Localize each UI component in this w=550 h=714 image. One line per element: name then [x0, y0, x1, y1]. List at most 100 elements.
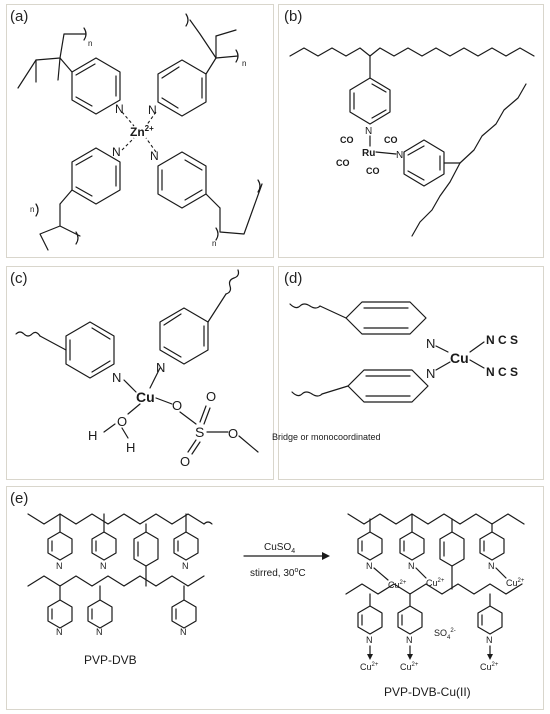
- cu-ion: Cu2+: [426, 578, 445, 588]
- pyridine-n: N: [112, 145, 121, 159]
- cu-ion: Cu2+: [388, 580, 407, 590]
- pyridine-n: N: [486, 635, 493, 645]
- panel-e: [6, 486, 544, 710]
- co-ligand: CO: [336, 158, 350, 168]
- cu-ion: Cu2+: [400, 662, 419, 672]
- cu-ion: Cu2+: [480, 662, 499, 672]
- cu-ion: Cu2+: [360, 662, 379, 672]
- pyridine-ring-c1: [39, 321, 115, 379]
- polymer-wavy-bond: [291, 391, 323, 397]
- panel-a-label: (a): [10, 8, 29, 25]
- pyridine-n: N: [180, 627, 187, 637]
- conditions-label: stirred, 30oC: [250, 567, 306, 579]
- cu-label: Cu: [450, 350, 469, 366]
- pyridine-n: N: [156, 360, 165, 375]
- backbone-chain: [345, 583, 523, 595]
- oxygen-label: O: [228, 426, 238, 441]
- panel-e-left-polymer: N N N N N N PVP-DVB: [27, 513, 213, 667]
- pyridine-n: N: [56, 627, 63, 637]
- polymer-wavy-bond: [15, 331, 41, 337]
- pyridine-n: N: [112, 370, 121, 385]
- panel-b: [278, 4, 544, 258]
- panel-b-structure: N Ru CO CO CO CO N: [289, 47, 535, 237]
- pyridine-ring-d2: [347, 369, 429, 403]
- reagent-label: CuSO4: [264, 542, 295, 555]
- ru-label: Ru: [362, 148, 375, 159]
- panel-c-label: (c): [10, 270, 28, 287]
- polymer-chain: [219, 183, 263, 235]
- pyridine-n: N: [426, 366, 435, 381]
- sulfur-label: S: [195, 424, 204, 440]
- oxygen-label: O: [117, 414, 127, 429]
- pyridine-n: N: [148, 103, 157, 117]
- panel-d-label: (d): [284, 270, 303, 287]
- reaction-arrow: CuSO4 stirred, 30oC: [243, 542, 330, 579]
- pyridine-n: N: [488, 561, 495, 571]
- panel-e-label: (e): [10, 490, 29, 507]
- pyridine-ring-a3: [59, 147, 121, 205]
- panel-d-structure: N N Cu N C S N C S Bridge or monocoordin…: [272, 301, 518, 442]
- oxygen-label: O: [180, 454, 190, 469]
- pyridine-ring-a2: [157, 57, 217, 117]
- backbone-chain: [27, 575, 205, 587]
- alkyl-chain: [459, 83, 527, 164]
- panel-e-right-polymer: N N N Cu2+ Cu2+ Cu2+ N N N Cu2+ Cu2+: [345, 513, 525, 699]
- repeat-unit-n: n: [88, 39, 92, 48]
- repeat-unit-n: n: [212, 239, 216, 248]
- coordination-note: Bridge or monocoordinated: [272, 432, 381, 442]
- thiocyanate-ligand: N C S: [486, 333, 518, 347]
- panel-a-structure: N n N n N n: [17, 13, 263, 251]
- polymer-chain: [17, 33, 87, 89]
- cu-label: Cu: [136, 389, 155, 405]
- cu-ion: Cu2+: [506, 578, 525, 588]
- panel-b-label: (b): [284, 8, 303, 25]
- pyridine-n: N: [396, 150, 403, 161]
- pyridine-ring-c2: [159, 293, 227, 365]
- pyridine-n: N: [408, 561, 415, 571]
- thiocyanate-ligand: N C S: [486, 365, 518, 379]
- repeat-unit-n: n: [242, 59, 246, 68]
- co-ligand: CO: [366, 166, 380, 176]
- alkyl-chain: [411, 162, 461, 237]
- polymer-chain: [189, 19, 239, 59]
- oxygen-label: O: [172, 398, 182, 413]
- left-polymer-name: PVP-DVB: [84, 653, 137, 667]
- sulfate-ion: SO42-: [434, 628, 456, 641]
- polymer-chain: [39, 203, 61, 251]
- pyridine-ring-d1: [345, 301, 427, 335]
- pyridine-n: N: [366, 561, 373, 571]
- panel-d: [278, 266, 544, 480]
- pyridine-n: N: [150, 149, 159, 163]
- backbone-chain: [347, 513, 525, 525]
- panel-c-structure: N N Cu O H H O S O O O: [15, 269, 259, 469]
- pyridine-n: N: [96, 627, 103, 637]
- pyridine-n: N: [426, 336, 435, 351]
- polymer-wavy-bond: [225, 269, 240, 295]
- dvb-benzene: [133, 531, 159, 567]
- backbone-chain: [27, 513, 205, 525]
- co-ligand: CO: [384, 135, 398, 145]
- repeat-unit-n: n: [30, 205, 34, 214]
- pyridine-n: N: [366, 635, 373, 645]
- alkyl-chain: [289, 47, 535, 57]
- right-polymer-name: PVP-DVB-Cu(II): [384, 685, 471, 699]
- pyridine-ring-a1: [59, 57, 121, 115]
- pyridine-n: N: [115, 102, 124, 116]
- pyridine-n: N: [406, 635, 413, 645]
- pyridine-ring-a4: [157, 151, 221, 209]
- pyridine-ring-b1: [349, 77, 391, 125]
- panel-c: [6, 266, 274, 480]
- polymer-wavy-bond: [289, 303, 321, 309]
- pyridine-ring-b2: [403, 139, 445, 187]
- oxygen-label: O: [206, 389, 216, 404]
- hydrogen-label: H: [126, 440, 135, 455]
- co-ligand: CO: [340, 135, 354, 145]
- pyridine-n: N: [182, 561, 189, 571]
- hydrogen-label: H: [88, 428, 97, 443]
- pyridine-n: N: [100, 561, 107, 571]
- pyridine-n: N: [365, 126, 372, 137]
- panel-a: [6, 4, 274, 258]
- zn-label: Zn2+: [130, 124, 154, 139]
- dvb-benzene: [439, 531, 465, 567]
